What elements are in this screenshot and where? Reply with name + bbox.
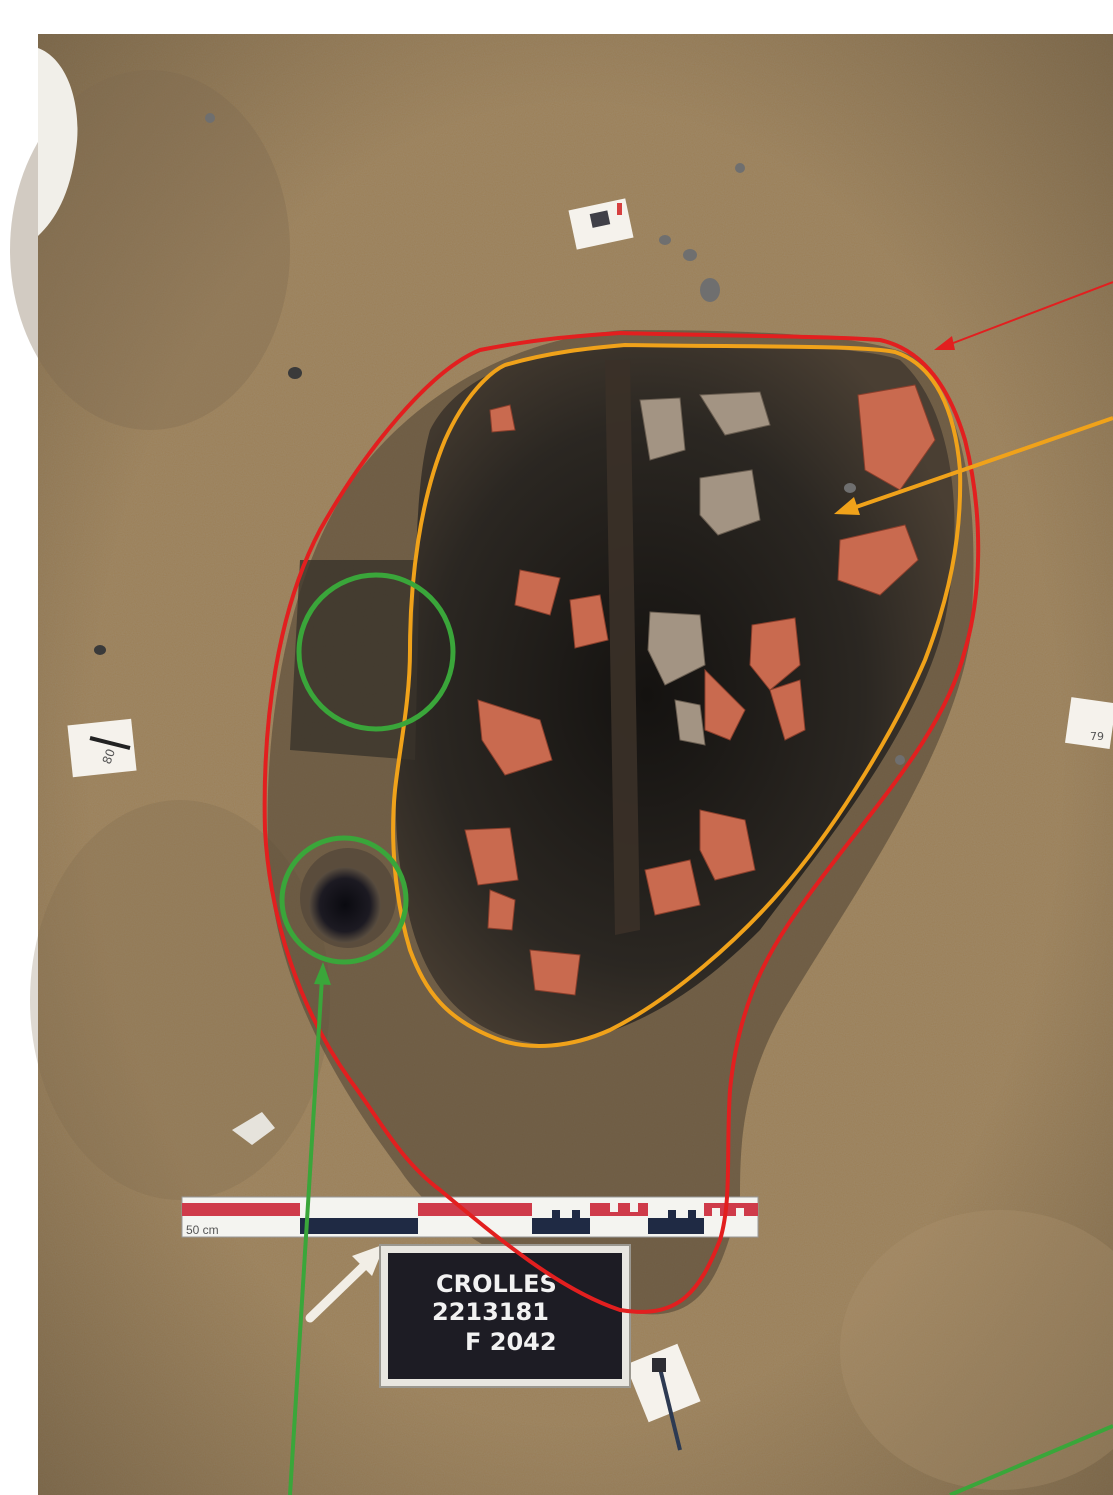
white-disc [38,48,78,236]
annotation-green-line-right [949,1424,1113,1495]
annotation-orange-outline [391,343,963,1048]
stone-fragments [639,391,771,746]
annotation-red-outline [262,331,981,1314]
tag-right-text: 79 [1090,730,1104,743]
scale-bar-label: 50 cm [186,1223,219,1237]
pit-ledge [290,560,420,760]
scale-bar: 50 cm [181,1196,759,1238]
tag-left-text: 80 [100,747,118,766]
ceramic-fragments [464,384,936,996]
tag-bottom [625,1343,701,1451]
board-line-2: 2213181 [432,1298,549,1326]
board-line-1: CROLLES [436,1270,557,1298]
tag-left: 80 [67,718,137,778]
section-line [605,360,640,935]
board-line-3: F 2042 [465,1328,557,1356]
post-hole [300,848,396,948]
tag-top [568,198,634,250]
site-board: CROLLES 2213181 F 2042 [379,1244,631,1388]
white-pebble [232,1112,275,1145]
annotation-red-arrow [934,281,1113,350]
annotation-green-arrow-left [288,962,331,1495]
tag-right: 79 [1065,697,1113,749]
charcoal-fill [395,345,955,1045]
annotation-green-circle-upper [296,572,456,732]
north-arrow [305,1244,385,1323]
annotation-orange-arrow [834,416,1113,515]
surface-stones [94,113,905,765]
annotation-green-circle-lower [279,835,409,965]
